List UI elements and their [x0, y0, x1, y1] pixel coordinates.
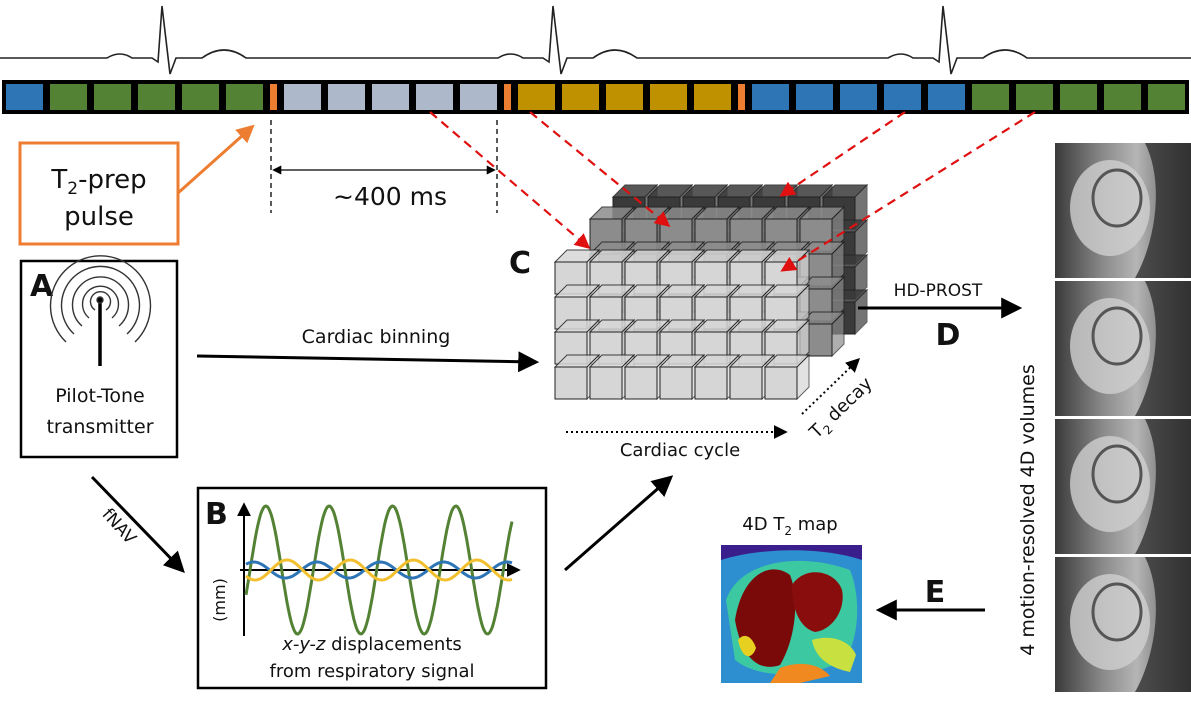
- readout-segment-gold: [606, 84, 643, 110]
- readout-segment-gold: [650, 84, 687, 110]
- readout-segment-green: [1016, 84, 1053, 110]
- antenna-icon: [49, 255, 152, 366]
- readout-segment-green: [1104, 84, 1141, 110]
- svg-text:pulse: pulse: [64, 202, 134, 232]
- readout-segment-blue: [6, 84, 43, 110]
- t2prep-arrow: [177, 124, 255, 195]
- svg-text:from respiratory signal: from respiratory signal: [269, 661, 474, 682]
- svg-text:x-y-z displacements: x-y-z displacements: [281, 634, 462, 655]
- t2prep-label: T2-prep pulse: [18, 141, 180, 246]
- readout-segment-green: [182, 84, 219, 110]
- readout-segment-green: [94, 84, 131, 110]
- mri-volume-frame: [1055, 557, 1191, 692]
- readout-segment-orange: [270, 84, 277, 110]
- readout-segment-lightgray: [460, 84, 497, 110]
- hd-prost-label: HD-PROST: [894, 281, 983, 301]
- panel-d-letter: D: [936, 318, 961, 353]
- t2-map-image: [721, 545, 862, 683]
- readout-segment-blue: [840, 84, 877, 110]
- resp-to-volume-arrow: [564, 475, 674, 572]
- readout-segment-green: [1148, 84, 1185, 110]
- displacement-wave-green: [244, 504, 514, 636]
- t2-map-title: 4D T2 map: [742, 514, 837, 538]
- panel-e-letter: E: [925, 575, 946, 610]
- readout-segment-green: [1060, 84, 1097, 110]
- timing-label: ~400 ms: [333, 182, 447, 211]
- cube-stack: [553, 183, 869, 401]
- panel-c-letter: C: [509, 246, 531, 281]
- readout-segment-lightgray: [284, 84, 321, 110]
- motion-resolved-volumes: [1055, 143, 1191, 692]
- mri-volume-frame: [1055, 281, 1191, 416]
- cardiac-binning-arrow: [196, 351, 540, 373]
- svg-text:Pilot-Tone: Pilot-Tone: [55, 385, 145, 407]
- svg-text:T2-prep: T2-prep: [50, 165, 146, 199]
- cardiac-binning-label: Cardiac binning: [302, 326, 451, 348]
- readout-segment-lightgray: [328, 84, 365, 110]
- displacement-wave-yellow: [245, 558, 513, 582]
- ecg-trace: [0, 5, 1191, 75]
- readout-segment-lightgray: [416, 84, 453, 110]
- readout-segment-blue: [796, 84, 833, 110]
- mri-volume-frame: [1055, 143, 1191, 278]
- cube-front: [623, 248, 671, 296]
- mri-volume-frame: [1055, 419, 1191, 554]
- readout-segment-orange: [738, 84, 745, 110]
- panel-b: B (mm) x-y-z displacements from respirat…: [196, 486, 548, 690]
- readout-segment-gold: [694, 84, 731, 110]
- fnav-arrow: [90, 475, 185, 574]
- readout-segment-green: [138, 84, 175, 110]
- readout-segment-gold: [562, 84, 599, 110]
- cardiac-cycle-label: Cardiac cycle: [620, 440, 740, 461]
- fnav-label: fNAV: [98, 505, 140, 549]
- svg-text:transmitter: transmitter: [46, 416, 153, 438]
- cube-front: [763, 353, 811, 401]
- readout-segment-green: [972, 84, 1009, 110]
- readout-to-bin-arrows: [429, 111, 1036, 272]
- panel-a-letter: A: [30, 269, 54, 304]
- readout-segments: [6, 84, 1185, 110]
- readout-segment-gold: [518, 84, 555, 110]
- t2-decay-label: T2 decay: [805, 373, 879, 446]
- readout-segment-blue: [884, 84, 921, 110]
- displacement-wave-blue: [245, 560, 513, 580]
- readout-segment-orange: [504, 84, 511, 110]
- readout-segment-lightgray: [372, 84, 409, 110]
- readout-segment-blue: [752, 84, 789, 110]
- readout-segment-green: [226, 84, 263, 110]
- volumes-label: 4 motion-resolved 4D volumes: [1017, 364, 1039, 655]
- panel-b-letter: B: [205, 497, 228, 532]
- readout-segment-green: [50, 84, 87, 110]
- panel-a: A Pilot-Tone transmitter: [19, 255, 179, 459]
- panel-b-ylabel: (mm): [210, 578, 229, 622]
- readout-segment-blue: [928, 84, 965, 110]
- cube-mid: [798, 240, 846, 288]
- timing-indicator: ~400 ms: [270, 120, 498, 213]
